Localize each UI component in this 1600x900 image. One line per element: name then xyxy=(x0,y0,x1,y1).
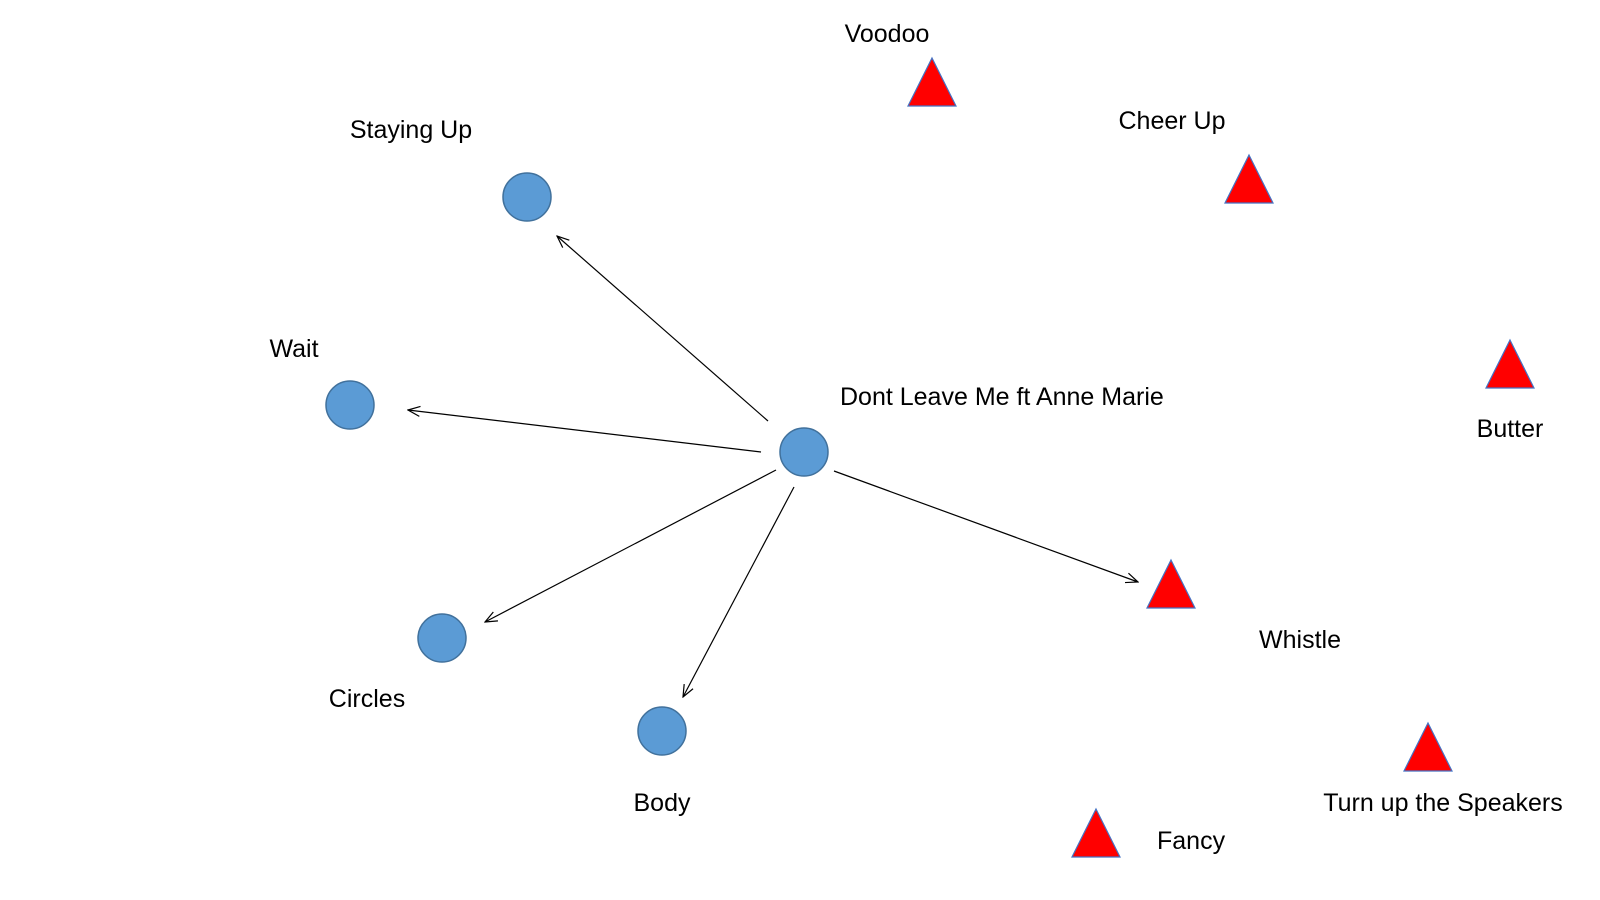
node-label-voodoo: Voodoo xyxy=(845,20,930,48)
node-triangle-butter xyxy=(1485,338,1535,389)
edge-dont-leave-me-to-staying-up xyxy=(557,236,769,422)
node-triangle-fancy xyxy=(1071,807,1121,858)
node-label-body: Body xyxy=(634,789,691,817)
node-label-cheer-up: Cheer Up xyxy=(1119,107,1226,135)
edge-dont-leave-me-to-whistle xyxy=(833,470,1138,582)
edge-dont-leave-me-to-body xyxy=(683,486,795,697)
node-label-wait: Wait xyxy=(269,335,318,363)
node-triangle-voodoo xyxy=(907,56,957,107)
edge-dont-leave-me-to-wait xyxy=(408,410,762,453)
node-label-fancy: Fancy xyxy=(1157,827,1226,855)
edge-dont-leave-me-to-circles xyxy=(485,469,777,622)
node-label-whistle: Whistle xyxy=(1259,626,1341,654)
node-circle-wait xyxy=(325,380,375,430)
node-circle-body xyxy=(637,706,687,756)
node-label-circles: Circles xyxy=(329,685,405,713)
node-label-turn-up-the-speakers: Turn up the Speakers xyxy=(1323,789,1563,817)
node-label-staying-up: Staying Up xyxy=(350,116,472,144)
node-circle-staying-up xyxy=(502,172,552,222)
edges xyxy=(408,236,1138,697)
node-triangle-cheer-up xyxy=(1224,153,1274,204)
node-label-dont-leave-me: Dont Leave Me ft Anne Marie xyxy=(840,383,1164,411)
node-circle-dont-leave-me xyxy=(779,427,829,477)
node-triangle-whistle xyxy=(1146,558,1196,609)
nodes xyxy=(325,56,1535,858)
node-circle-circles xyxy=(417,613,467,663)
node-triangle-turn-up-the-speakers xyxy=(1403,721,1453,772)
node-label-butter: Butter xyxy=(1477,415,1544,443)
